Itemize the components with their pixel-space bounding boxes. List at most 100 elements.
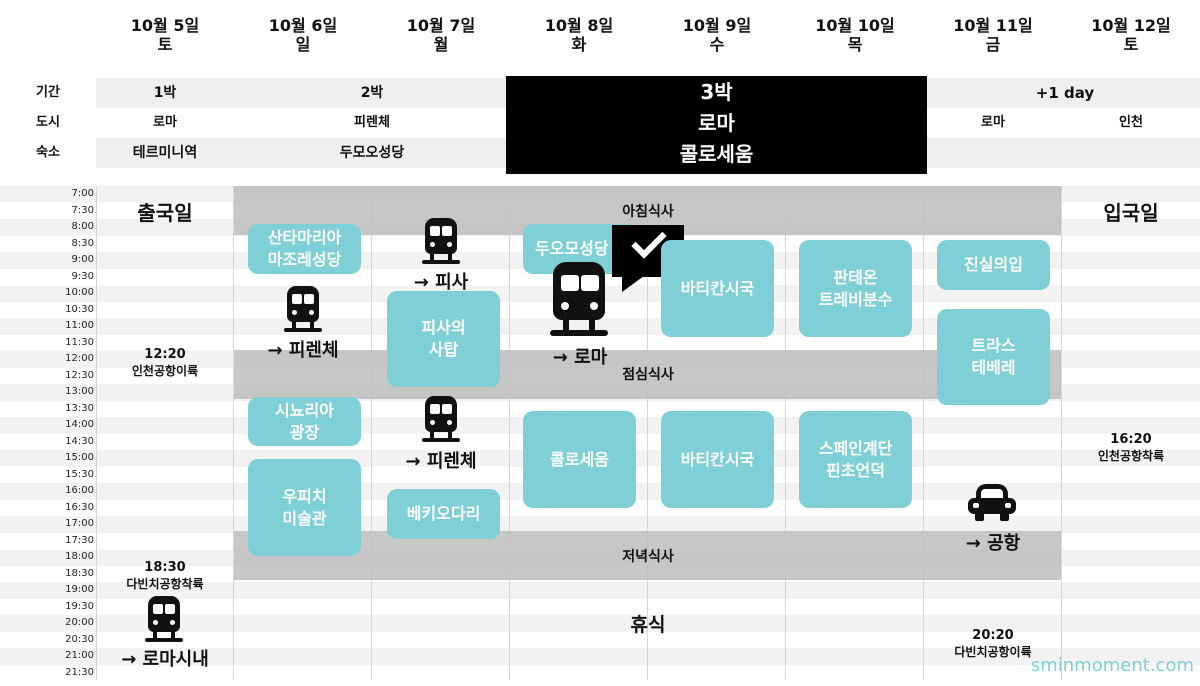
time-row <box>0 664 1200 681</box>
time-label: 11:00 <box>65 320 94 331</box>
column-divider <box>233 186 234 680</box>
day7-dep-place: 다빈치공항이륙 <box>954 645 1032 659</box>
day1-to-city: → 로마시내 <box>121 649 209 670</box>
time-label: 15:30 <box>65 468 94 480</box>
santa-maria-box[interactable]: 산타마리아 마조레성당 <box>248 224 361 274</box>
time-label: 9:00 <box>71 254 94 265</box>
time-label: 19:30 <box>65 600 94 612</box>
train-icon <box>284 286 322 332</box>
time-label: 10:30 <box>65 303 94 315</box>
dinner-label: 저녁식사 <box>622 549 674 565</box>
time-row <box>0 631 1200 648</box>
time-label: 15:00 <box>65 452 94 463</box>
train-icon <box>422 218 460 264</box>
signoria-box[interactable]: 시뇨리아 광장 <box>248 397 361 446</box>
period-florence: 2박 <box>360 85 384 101</box>
label-stay: 숙소 <box>36 145 60 160</box>
vatican-am-box[interactable]: 바티칸시국 <box>661 240 774 337</box>
time-row <box>0 334 1200 351</box>
label-city: 도시 <box>36 115 60 130</box>
vecchio-box[interactable]: 베키오다리 <box>387 489 500 539</box>
stay-florence: 두모오성당 <box>339 145 405 161</box>
time-label: 20:30 <box>65 633 94 645</box>
time-label: 13:00 <box>65 386 94 397</box>
time-label: 11:30 <box>65 336 94 348</box>
column-divider <box>96 186 97 680</box>
time-label: 12:30 <box>65 369 94 381</box>
time-row <box>0 648 1200 665</box>
breakfast-label: 아침식사 <box>622 204 674 220</box>
day4-to-rome: → 로마 <box>552 347 608 368</box>
column-divider <box>647 186 648 680</box>
time-row <box>0 582 1200 599</box>
stay-rome2: 콜로세움 <box>679 142 754 166</box>
column-divider <box>1061 186 1062 680</box>
time-label: 12:00 <box>65 353 94 364</box>
colosseum-box[interactable]: 콜로세움 <box>523 411 636 508</box>
city-florence: 피렌체 <box>354 115 390 130</box>
stay-rome1: 테르미니역 <box>132 145 198 161</box>
rome-highlight-block <box>506 76 927 174</box>
city-incheon: 인천 <box>1119 115 1143 130</box>
time-label: 21:00 <box>65 650 94 661</box>
day1-arr-time: 18:30 <box>144 560 186 575</box>
city-rome2: 로마 <box>698 111 735 135</box>
day3-to-florence: → 피렌체 <box>405 451 477 472</box>
train-icon <box>422 396 460 442</box>
time-label: 7:30 <box>71 204 94 216</box>
time-label: 16:00 <box>65 485 94 496</box>
watermark: sminmoment.com <box>1030 655 1194 676</box>
departure-day-label: 출국일 <box>137 201 193 225</box>
time-label: 8:30 <box>71 237 94 249</box>
spanish-steps-box[interactable]: 스페인계단 핀초언덕 <box>799 411 912 508</box>
day8-arr-time: 16:20 <box>1110 432 1152 447</box>
uffizi-box[interactable]: 우피치 미술관 <box>248 459 361 556</box>
column-divider <box>509 186 510 680</box>
vatican-pm-box[interactable]: 바티칸시국 <box>661 411 774 508</box>
city-rome1: 로마 <box>153 115 177 130</box>
trastevere-box[interactable]: 트라스 테베레 <box>937 309 1050 405</box>
day1-dep-place: 인천공항이륙 <box>131 364 199 378</box>
time-label: 14:00 <box>65 419 94 430</box>
period-rome1: 1박 <box>153 85 177 101</box>
time-label: 19:00 <box>65 584 94 595</box>
time-label: 20:00 <box>65 617 94 628</box>
column-divider <box>371 186 372 680</box>
day7-to-airport: → 공항 <box>965 533 1021 554</box>
time-label: 13:30 <box>65 402 94 414</box>
city-rome3: 로마 <box>981 115 1005 130</box>
time-label: 10:00 <box>65 287 94 298</box>
check-bubble-tail <box>622 276 644 292</box>
column-divider <box>923 186 924 680</box>
mouth-of-truth-box[interactable]: 진실의입 <box>937 240 1050 290</box>
train-icon <box>145 596 183 642</box>
day1-dep-time: 12:20 <box>144 347 186 362</box>
time-label: 16:30 <box>65 501 94 513</box>
day1-arr-place: 다빈치공항착륙 <box>126 577 204 591</box>
pisa-tower-box[interactable]: 피사의 사탑 <box>387 291 500 387</box>
day2-to-florence: → 피렌체 <box>267 340 339 361</box>
label-period: 기간 <box>36 85 60 100</box>
rest-label: 휴식 <box>630 614 666 636</box>
lunch-label: 점심식사 <box>622 367 674 383</box>
lunch-band <box>234 350 1061 399</box>
time-label: 14:30 <box>65 435 94 447</box>
column-divider <box>785 186 786 680</box>
period-rome2: 3박 <box>700 80 733 104</box>
time-label: 9:30 <box>71 270 94 282</box>
train-icon <box>550 262 608 336</box>
time-label: 17:30 <box>65 534 94 546</box>
time-label: 8:00 <box>71 221 94 232</box>
arrival-day-label: 입국일 <box>1103 201 1159 225</box>
time-row <box>0 598 1200 615</box>
time-label: 21:30 <box>65 666 94 678</box>
day8-arr-place: 인천공항착륙 <box>1097 449 1165 463</box>
time-label: 7:00 <box>71 188 94 199</box>
pantheon-box[interactable]: 판테온 트레비분수 <box>799 240 912 337</box>
